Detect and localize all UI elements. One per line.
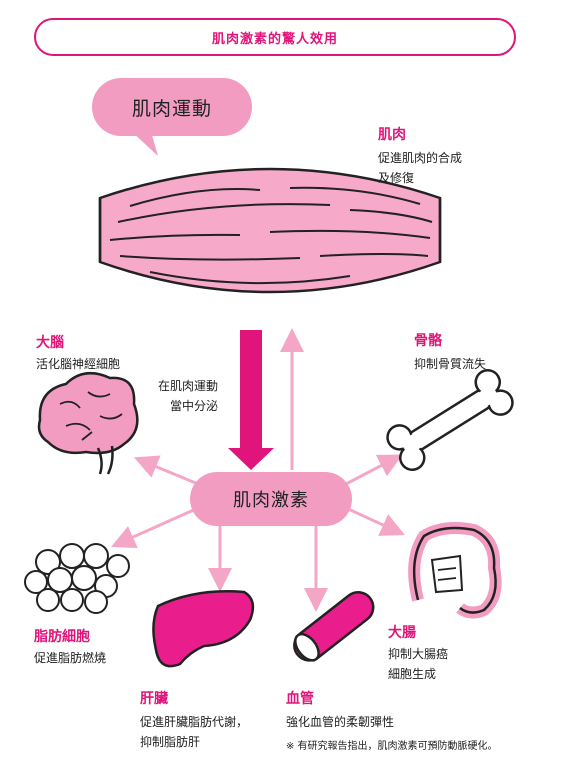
liver-desc-line: 抑制脂肪肝 [140, 735, 201, 749]
bone-desc-line: 抑制骨質流失 [414, 357, 487, 371]
fat-cell-desc: 促進脂肪燃燒 [34, 648, 106, 668]
vessel-icon [293, 590, 375, 662]
brain-icon [37, 371, 139, 475]
fat-cell-desc-line: 促進脂肪燃燒 [34, 651, 107, 665]
intestine-label: 大腸 [388, 625, 416, 641]
secretion-arrow [228, 330, 274, 470]
brain-desc: 活化腦神經細胞 [36, 354, 120, 374]
muscle-desc: 促進肌肉的合成 及修復 [378, 148, 462, 188]
title-text: 肌肉激素的驚人效用 [211, 31, 338, 47]
fat-cells-icon [24, 543, 130, 614]
secretion-note: 在肌肉運動 當中分泌 [158, 376, 218, 416]
myokine-center: 肌肉激素 [190, 472, 352, 526]
exercise-bubble-text: 肌肉運動 [131, 97, 212, 120]
vessel-desc-line: 強化血管的柔韌彈性 [286, 715, 395, 729]
liver-desc-line: 促進肝臟脂肪代謝， [140, 715, 249, 729]
muscle-icon [98, 167, 442, 294]
title-banner: 肌肉激素的驚人效用 [34, 18, 516, 56]
bone-label: 骨骼 [414, 333, 442, 349]
brain-label: 大腦 [36, 335, 64, 351]
muscle-desc-line: 及修復 [378, 171, 415, 185]
arrow-to-fat [111, 506, 199, 549]
vessel-desc: 強化血管的柔韌彈性 [286, 712, 394, 732]
secretion-note-line: 在肌肉運動 [158, 379, 219, 393]
fat-cell-label: 脂肪細胞 [34, 629, 90, 645]
bone-desc: 抑制骨質流失 [414, 354, 486, 374]
footnote: ※ 有研究報告指出，肌肉激素可預防動脈硬化。 [286, 741, 498, 752]
arrow-to-brain [133, 455, 199, 486]
secretion-note-line: 當中分泌 [170, 399, 219, 413]
exercise-bubble: 肌肉運動 [92, 78, 252, 136]
intestine-icon [408, 522, 502, 619]
liver-desc: 促進肝臟脂肪代謝， 抑制脂肪肝 [140, 712, 248, 752]
brain-desc-line: 活化腦神經細胞 [36, 357, 121, 371]
muscle-desc-line: 促進肌肉的合成 [378, 151, 463, 165]
intestine-desc: 抑制大腸癌 細胞生成 [388, 644, 448, 684]
muscle-label: 肌肉 [378, 127, 406, 143]
liver-icon [152, 590, 255, 668]
arrow-to-bone [345, 454, 403, 486]
vessel-label: 血管 [286, 691, 314, 707]
intestine-desc-line: 抑制大腸癌 [388, 647, 449, 661]
myokine-center-text: 肌肉激素 [233, 490, 309, 511]
liver-label: 肝臟 [140, 691, 168, 707]
intestine-desc-line: 細胞生成 [388, 667, 437, 681]
arrow-to-intestine [345, 506, 405, 536]
bone-icon [386, 369, 514, 471]
